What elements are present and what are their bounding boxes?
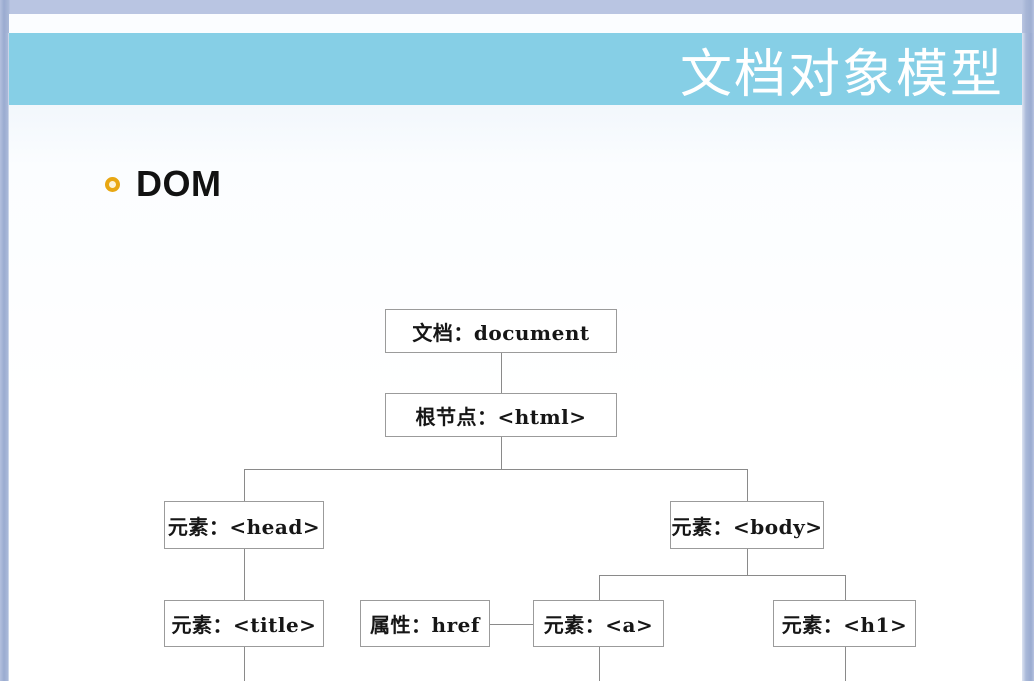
- tree-node-h1: 元素：<h1>: [773, 600, 916, 647]
- connector-line: [501, 469, 747, 470]
- tree-node-a: 元素：<a>: [533, 600, 664, 647]
- connector-line: [598, 647, 600, 681]
- connector-line: [747, 575, 845, 576]
- connector-line: [501, 437, 502, 469]
- connector-line: [747, 469, 748, 501]
- slide-canvas: 文档对象模型 DOM 文档：document 根节点：<html> 元素：<head…: [9, 14, 1022, 681]
- ring-bullet-icon: [105, 176, 120, 192]
- connector-line: [598, 575, 600, 600]
- page-title: 文档对象模型: [679, 45, 1004, 105]
- slide-body: DOM 文档：document 根节点：<html> 元素：<head> 元素：<bo…: [9, 105, 1022, 681]
- connector-line: [244, 647, 245, 681]
- tree-node-title: 元素：<title>: [164, 600, 324, 647]
- connector-line: [244, 549, 245, 600]
- connector-line: [747, 549, 748, 575]
- tree-node-head: 元素：<head>: [164, 501, 324, 549]
- connector-line: [501, 353, 502, 393]
- tree-node-href: 属性：href: [360, 600, 490, 647]
- connector-line: [598, 575, 747, 576]
- dom-tree-diagram: 文档：document 根节点：<html> 元素：<head> 元素：<body> 元…: [9, 105, 1022, 681]
- tree-node-body: 元素：<body>: [670, 501, 824, 549]
- connector-line: [844, 575, 846, 600]
- dom-heading-label: DOM: [136, 163, 222, 204]
- title-band: [9, 33, 1022, 105]
- tree-node-html: 根节点：<html>: [385, 393, 617, 437]
- connector-line: [844, 647, 846, 681]
- tree-node-document: 文档：document: [385, 309, 617, 353]
- dom-heading-row: DOM: [105, 163, 222, 205]
- connector-line: [244, 469, 501, 470]
- connector-line: [244, 469, 245, 501]
- connector-line: [490, 623, 533, 625]
